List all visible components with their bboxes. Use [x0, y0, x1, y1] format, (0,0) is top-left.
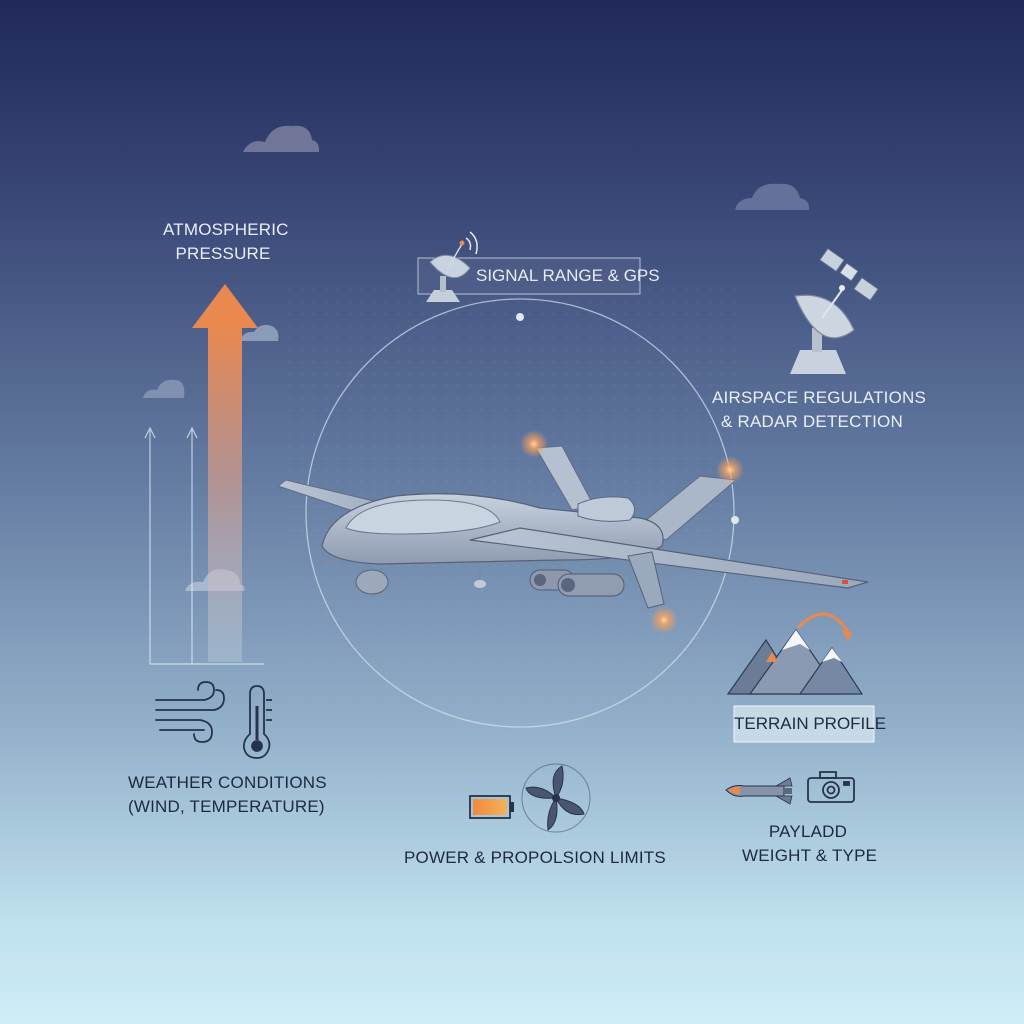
- propeller-icon: [521, 763, 591, 833]
- thermometer-icon: [242, 685, 272, 759]
- camera-icon: [807, 771, 855, 803]
- terrain-profile-box: [733, 705, 875, 743]
- pressure-axes: [144, 426, 264, 665]
- weather-line-2: (WIND, TEMPERATURE): [128, 797, 325, 816]
- satellite-dish-icon: [426, 231, 478, 302]
- weather-label: WEATHER CONDITIONS (WIND, TEMPERATURE): [128, 771, 327, 819]
- terrain-profile-label: TERRAIN PROFILE: [734, 714, 887, 733]
- nav-light: [650, 606, 678, 634]
- mountain-icon: [726, 612, 864, 695]
- cloud-icon: [243, 125, 320, 152]
- cloud-icon: [143, 379, 185, 398]
- signal-range-orbit: [305, 298, 735, 728]
- orbit-node: [516, 313, 524, 321]
- dot-texture: [280, 280, 740, 700]
- payload-line-1: PAYLADD: [768, 822, 848, 841]
- airspace-line-2: & RADAR DETECTION: [721, 412, 903, 431]
- atmospheric-pressure-line-2: PRESSURE: [175, 244, 271, 263]
- cloud-icon: [735, 183, 810, 210]
- orbit-node: [731, 516, 739, 524]
- missile-icon: [725, 777, 793, 805]
- payload-label: PAYLADD WEIGHT & TYPE: [742, 820, 878, 868]
- atmospheric-pressure-line-1: ATMOSPHERIC: [163, 220, 289, 239]
- airspace-label: AIRSPACE REGULATIONS & RADAR DETECTION: [712, 386, 927, 434]
- radar-dish-icon: [790, 285, 855, 374]
- weather-line-1: WEATHER CONDITIONS: [128, 773, 327, 792]
- drone-illustration: [276, 445, 869, 609]
- power-propulsion-label: POWER & PROPOLSION LIMITS: [404, 848, 666, 867]
- nav-light: [716, 456, 744, 484]
- airspace-line-1: AIRSPACE REGULATIONS: [712, 388, 927, 407]
- battery-icon: [469, 795, 514, 819]
- satellite-icon: [819, 247, 879, 302]
- signal-range-label: SIGNAL RANGE & GPS: [476, 266, 660, 285]
- wind-icon: [155, 681, 225, 743]
- nav-light: [520, 430, 548, 458]
- atmospheric-pressure-label: ATMOSPHERIC PRESSURE: [163, 218, 289, 266]
- payload-line-2: WEIGHT & TYPE: [742, 846, 878, 865]
- pressure-arrow-icon: [192, 284, 258, 662]
- cloud-icon: [240, 324, 279, 341]
